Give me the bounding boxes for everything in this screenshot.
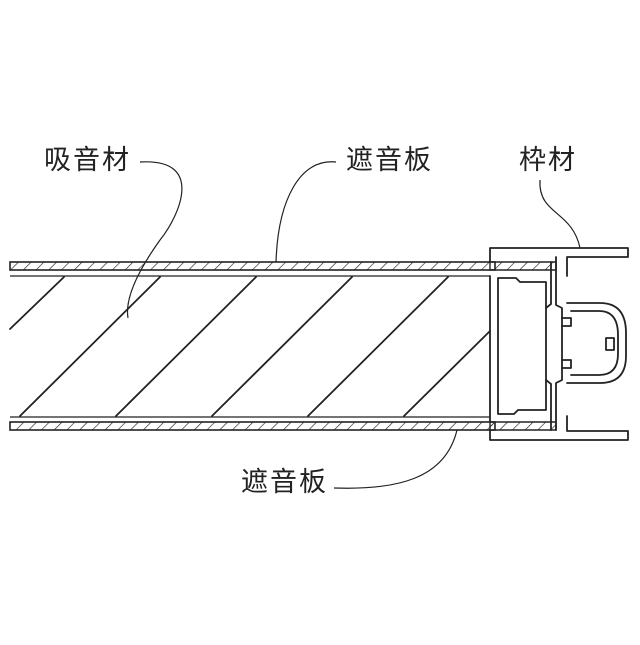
label-sound-absorbing-material: 吸音材 [44,147,131,174]
bottom-insulation-plate [10,422,495,430]
leader-absorb [127,162,181,318]
leader-bottom-plate [334,430,457,488]
label-bottom-insulation-plate: 遮音板 [241,469,328,496]
label-top-insulation-plate: 遮音板 [346,147,433,174]
top-insulation-plate [10,262,495,270]
leader-frame [540,180,580,248]
frame-profile [490,248,628,440]
absorbing-core [10,276,490,417]
label-frame-material: 枠材 [519,147,577,174]
leader-top-plate [276,162,336,262]
